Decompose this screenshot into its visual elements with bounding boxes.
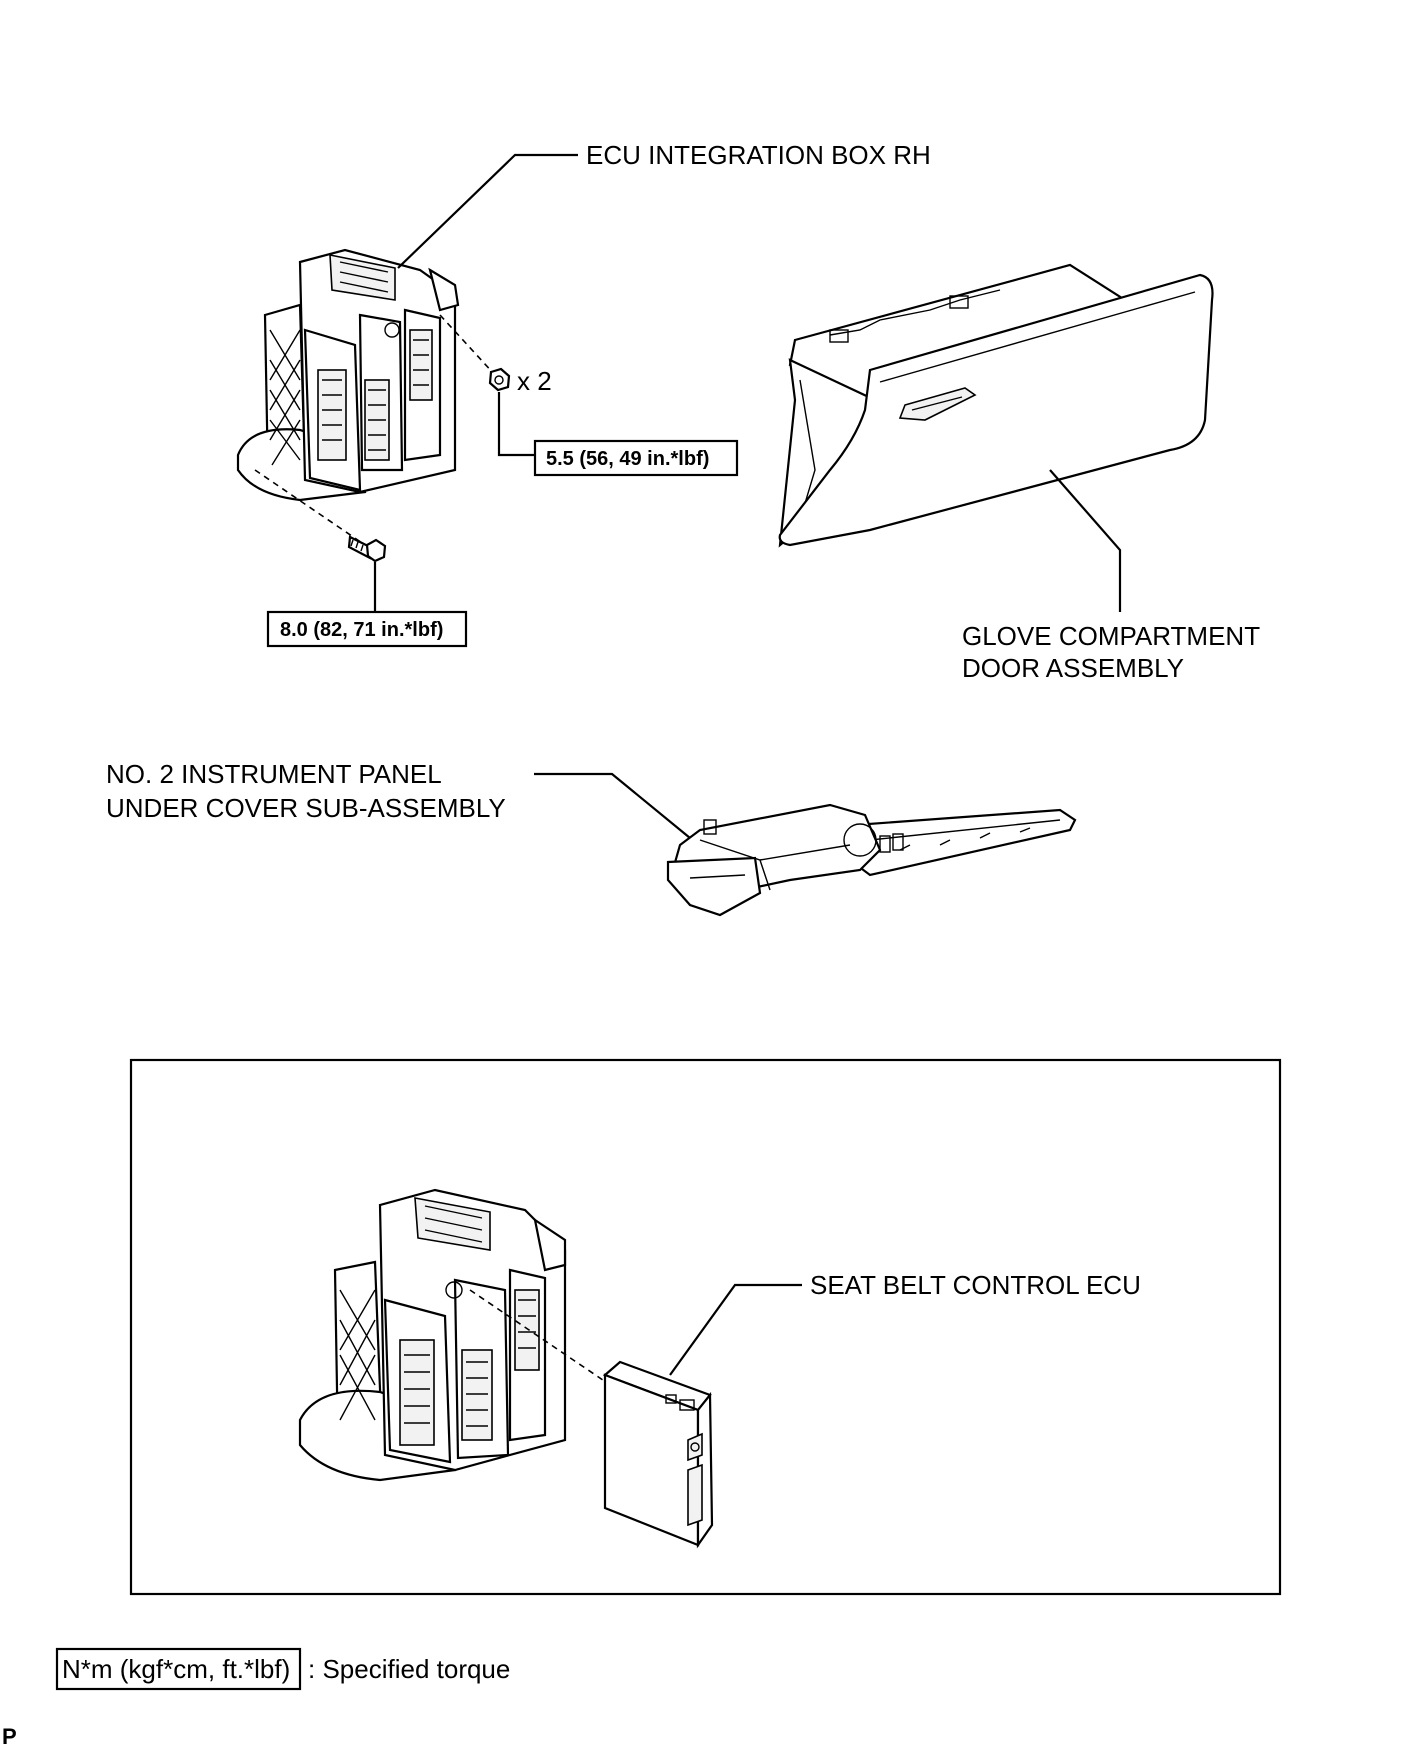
bolt-alignment-line xyxy=(254,469,366,546)
legend-torque-box xyxy=(55,1647,302,1691)
nut-alignment-line xyxy=(439,314,496,376)
ecu-integration-box-label: ECU INTEGRATION BOX RH xyxy=(586,140,931,170)
seat-belt-control-ecu xyxy=(602,1360,714,1549)
nut-torque-box: 5.5 (56, 49 in.*lbf) xyxy=(533,439,739,477)
glove-compartment-label-line1: GLOVE COMPARTMENT xyxy=(962,621,1260,651)
glove-compartment-door xyxy=(778,263,1214,548)
under-cover-label-line1: NO. 2 INSTRUMENT PANEL xyxy=(106,759,442,789)
nut-icon xyxy=(488,367,511,392)
glove-compartment-label-line2: DOOR ASSEMBLY xyxy=(962,653,1184,683)
legend-description: : Specified torque xyxy=(308,1654,510,1684)
corner-mark: P xyxy=(2,1724,17,1749)
bolt-icon xyxy=(347,535,387,563)
legend-unit: N*m (kgf*cm, ft.*lbf) xyxy=(62,1654,290,1684)
torque-legend: N*m (kgf*cm, ft.*lbf) : Specified torque xyxy=(55,1647,510,1691)
ecu-integration-box-rh xyxy=(236,248,460,502)
nut-torque-value: 5.5 (56, 49 in.*lbf) xyxy=(546,448,709,470)
bolt-torque-box: 8.0 (82, 71 in.*lbf) xyxy=(266,610,468,648)
seat-belt-ecu-alignment-line xyxy=(469,1289,626,1396)
bolt-torque-value: 8.0 (82, 71 in.*lbf) xyxy=(280,619,443,641)
under-cover-label-line2: UNDER COVER SUB-ASSEMBLY xyxy=(106,793,506,823)
seat-belt-ecu-label: SEAT BELT CONTROL ECU xyxy=(810,1270,1141,1300)
instrument-panel-under-cover xyxy=(666,803,1077,917)
detail-ecu-integration-box xyxy=(298,1188,567,1482)
nut-quantity-label: x 2 xyxy=(517,366,552,396)
